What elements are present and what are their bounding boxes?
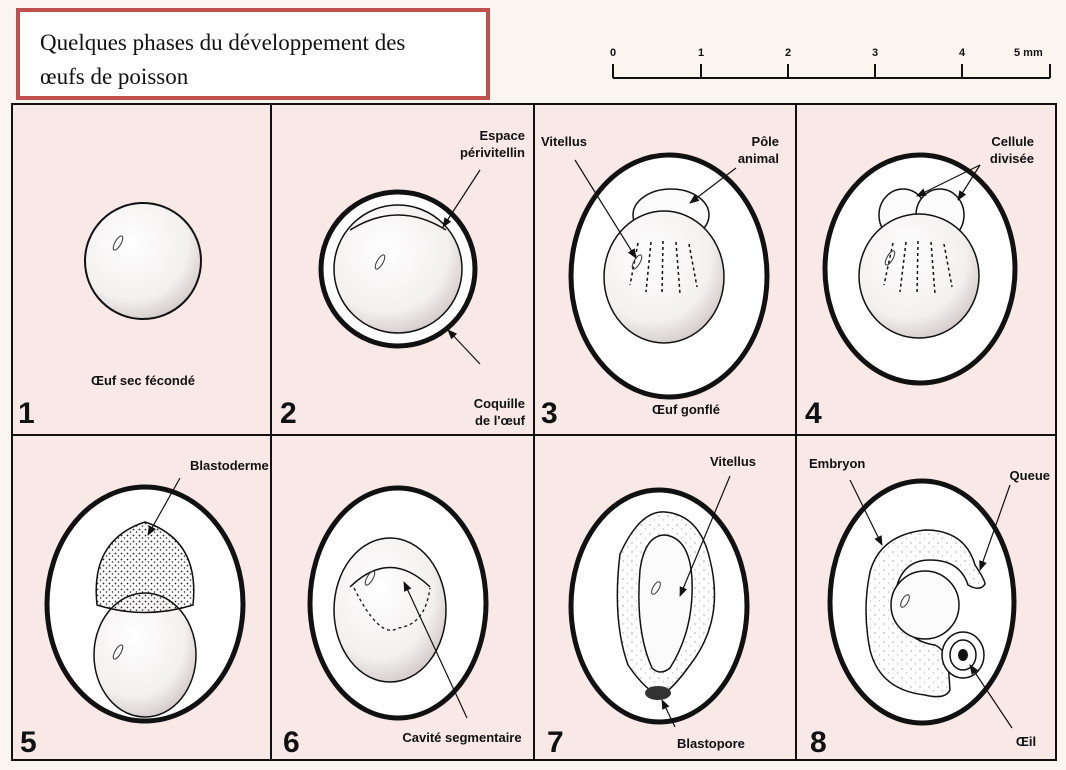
panel-8-label-tail: Queue: [1010, 468, 1050, 483]
scale-bar: 0 1 2 3 4 5 mm: [610, 47, 1050, 78]
panel-8-label-embryo: Embryon: [809, 456, 865, 471]
scale-tick-1: 1: [698, 47, 704, 59]
scale-tick-2: 2: [785, 47, 791, 59]
panel-2-label-shell-1: Coquille: [474, 396, 525, 411]
panel-6-number: 6: [283, 726, 300, 759]
panel-2-number: 2: [280, 397, 297, 430]
panel-2-label-shell-2: de l'œuf: [475, 413, 526, 428]
panel-8-number: 8: [810, 726, 827, 759]
panel-6-label-cavity: Cavité segmentaire: [402, 730, 521, 745]
scale-tick-0: 0: [610, 47, 616, 59]
panel-2-label-perivitellin-1: Espace: [479, 128, 525, 143]
panel-2-label-perivitellin-2: périvitellin: [460, 145, 525, 160]
panel-4-label-cell-2: divisée: [990, 151, 1034, 166]
panel-7-number: 7: [547, 726, 564, 759]
panel-1-caption: Œuf sec fécondé: [91, 373, 195, 388]
scale-tick-4: 4: [959, 47, 966, 59]
panel-4-label-cell-1: Cellule: [991, 134, 1034, 149]
panel-3-label-pole-2: animal: [738, 151, 779, 166]
panel-7-label-vitellus: Vitellus: [710, 454, 756, 469]
panel-3-label-vitellus: Vitellus: [541, 134, 587, 149]
panel-5-number: 5: [20, 726, 37, 759]
panel-8-label-eye: Œil: [1016, 734, 1036, 749]
panel-7-label-blastopore: Blastopore: [677, 736, 745, 751]
panel-3-label-pole-1: Pôle: [752, 134, 779, 149]
scale-tick-5: 5 mm: [1014, 47, 1043, 59]
panel-3-number: 3: [541, 397, 558, 430]
panel-4-number: 4: [805, 397, 822, 430]
panel-3-caption: Œuf gonflé: [652, 402, 720, 417]
panel-5-label-blastoderm: Blastoderme: [190, 458, 269, 473]
panel-1-number: 1: [18, 397, 35, 430]
scale-tick-3: 3: [872, 47, 878, 59]
